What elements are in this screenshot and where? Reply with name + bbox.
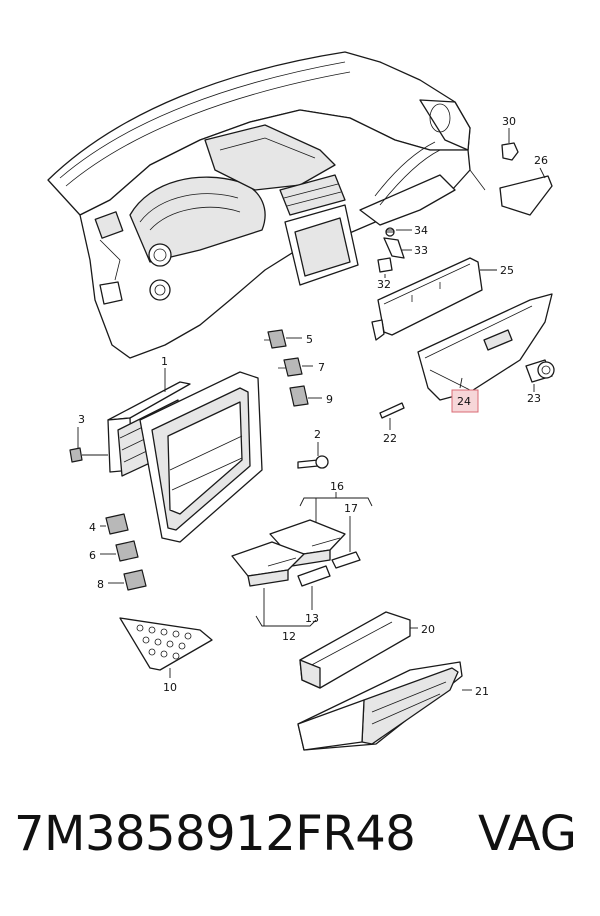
- callout-9: 9: [326, 393, 333, 406]
- callout-3: 3: [78, 413, 85, 426]
- callout-30: 30: [502, 115, 516, 128]
- part-26-side-cover: 26: [499, 154, 553, 216]
- part-30-clip: 30: [501, 115, 519, 161]
- callout-12: 12: [282, 630, 296, 643]
- callout-22: 22: [383, 432, 397, 445]
- callout-16: 16: [330, 480, 344, 493]
- part-25-lid-panel: 25: [371, 257, 514, 341]
- part-number-label: 7M3858912FR48: [14, 806, 416, 862]
- callout-34: 34: [414, 224, 428, 237]
- callout-10: 10: [163, 681, 177, 694]
- part-3-clip: 3: [69, 413, 108, 463]
- callout-20: 20: [421, 623, 435, 636]
- callout-24-highlight: [451, 389, 479, 413]
- part-2-screw: 2: [297, 428, 329, 469]
- parts-4-6-8-buttons: 4 6 8: [89, 513, 147, 591]
- callout-7: 7: [318, 361, 325, 374]
- callout-6: 6: [89, 549, 96, 562]
- callout-25: 25: [500, 264, 514, 277]
- dashboard-assembly: [47, 51, 486, 359]
- callout-32: 32: [377, 278, 391, 291]
- part-21-drawer: 21: [297, 661, 489, 751]
- callout-21: 21: [475, 685, 489, 698]
- parts-5-7-9-buttons: 5 7 9: [264, 329, 333, 407]
- callout-2: 2: [314, 428, 321, 441]
- callout-26: 26: [534, 154, 548, 167]
- callout-1: 1: [161, 355, 168, 368]
- part-10-perforated-plate: 10: [119, 617, 213, 694]
- callout-23: 23: [527, 392, 541, 405]
- part-22-pin: 22: [379, 402, 405, 445]
- callout-5: 5: [306, 333, 313, 346]
- part-23-lock: 23: [525, 359, 555, 405]
- callout-24: 24: [457, 395, 471, 408]
- parts-12-13-16-17-modules: 16 17 13 12: [231, 480, 373, 643]
- part-1-center-frame: 1: [107, 355, 263, 543]
- brand-label: VAG: [478, 806, 577, 862]
- callout-33: 33: [414, 244, 428, 257]
- callout-13: 13: [305, 612, 319, 625]
- callout-4: 4: [89, 521, 96, 534]
- parts-32-33-34-hinge: 34 33 32: [377, 224, 428, 291]
- part-20-storage-tray: 20: [299, 611, 435, 689]
- callout-17: 17: [344, 502, 358, 515]
- callout-8: 8: [97, 578, 104, 591]
- part-24-glovebox: 24: [417, 293, 553, 413]
